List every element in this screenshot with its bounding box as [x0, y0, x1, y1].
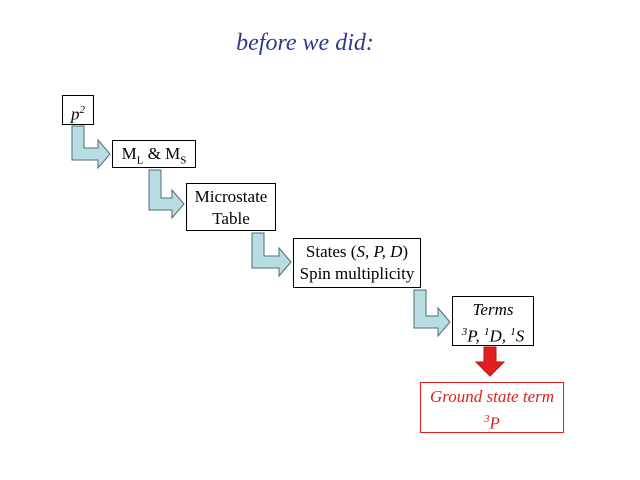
term2-multiplicity: 1 [483, 326, 490, 338]
ms-m: & M [143, 144, 181, 163]
ground-state-term-box: Ground state term 3P [420, 382, 564, 433]
ground-multiplicity: 3 [484, 413, 490, 425]
ms-subscript: S [180, 154, 187, 167]
ground-state-heading: Ground state term [429, 387, 555, 406]
ground-state-value: 3P [421, 408, 563, 435]
microstate-line1: Microstate [194, 187, 268, 206]
microstate-table-box: Microstate Table [186, 183, 276, 231]
down-arrow-red-icon [474, 346, 506, 377]
states-letters: S, P, D [356, 242, 403, 261]
ml-ms-box: ML & MS [112, 140, 196, 168]
term3-letter: S [515, 326, 525, 346]
term2-letter: D, [489, 326, 511, 346]
microstate-line2: Table [212, 209, 250, 228]
bent-arrow-4-icon [413, 289, 451, 338]
p2-configuration-box: p2 [62, 95, 94, 125]
bent-arrow-3-icon [251, 232, 292, 278]
ml-subscript: L [136, 154, 144, 167]
term1-letter: P, [467, 326, 484, 346]
terms-box: Terms 3P, 1D, 1S [452, 296, 534, 346]
states-prefix: States ( [305, 242, 357, 261]
terms-list: 3P, 1D, 1S [453, 321, 533, 348]
term3-multiplicity: 1 [510, 326, 516, 338]
p2-base: p [71, 104, 80, 124]
slide-title: before we did: [236, 30, 374, 56]
states-box: States (S, P, D) Spin multiplicity [293, 238, 421, 288]
ground-letter: P [489, 413, 500, 433]
states-line2: Spin multiplicity [299, 264, 415, 283]
ml-m: M [121, 144, 137, 163]
terms-heading: Terms [472, 300, 514, 319]
p2-superscript: 2 [79, 104, 86, 116]
term1-multiplicity: 3 [461, 326, 468, 338]
bent-arrow-1-icon [71, 125, 111, 170]
states-suffix: ) [402, 242, 409, 261]
bent-arrow-2-icon [148, 169, 185, 220]
connector-arrows [71, 125, 451, 338]
states-line1: States (S, P, D) [294, 241, 420, 263]
